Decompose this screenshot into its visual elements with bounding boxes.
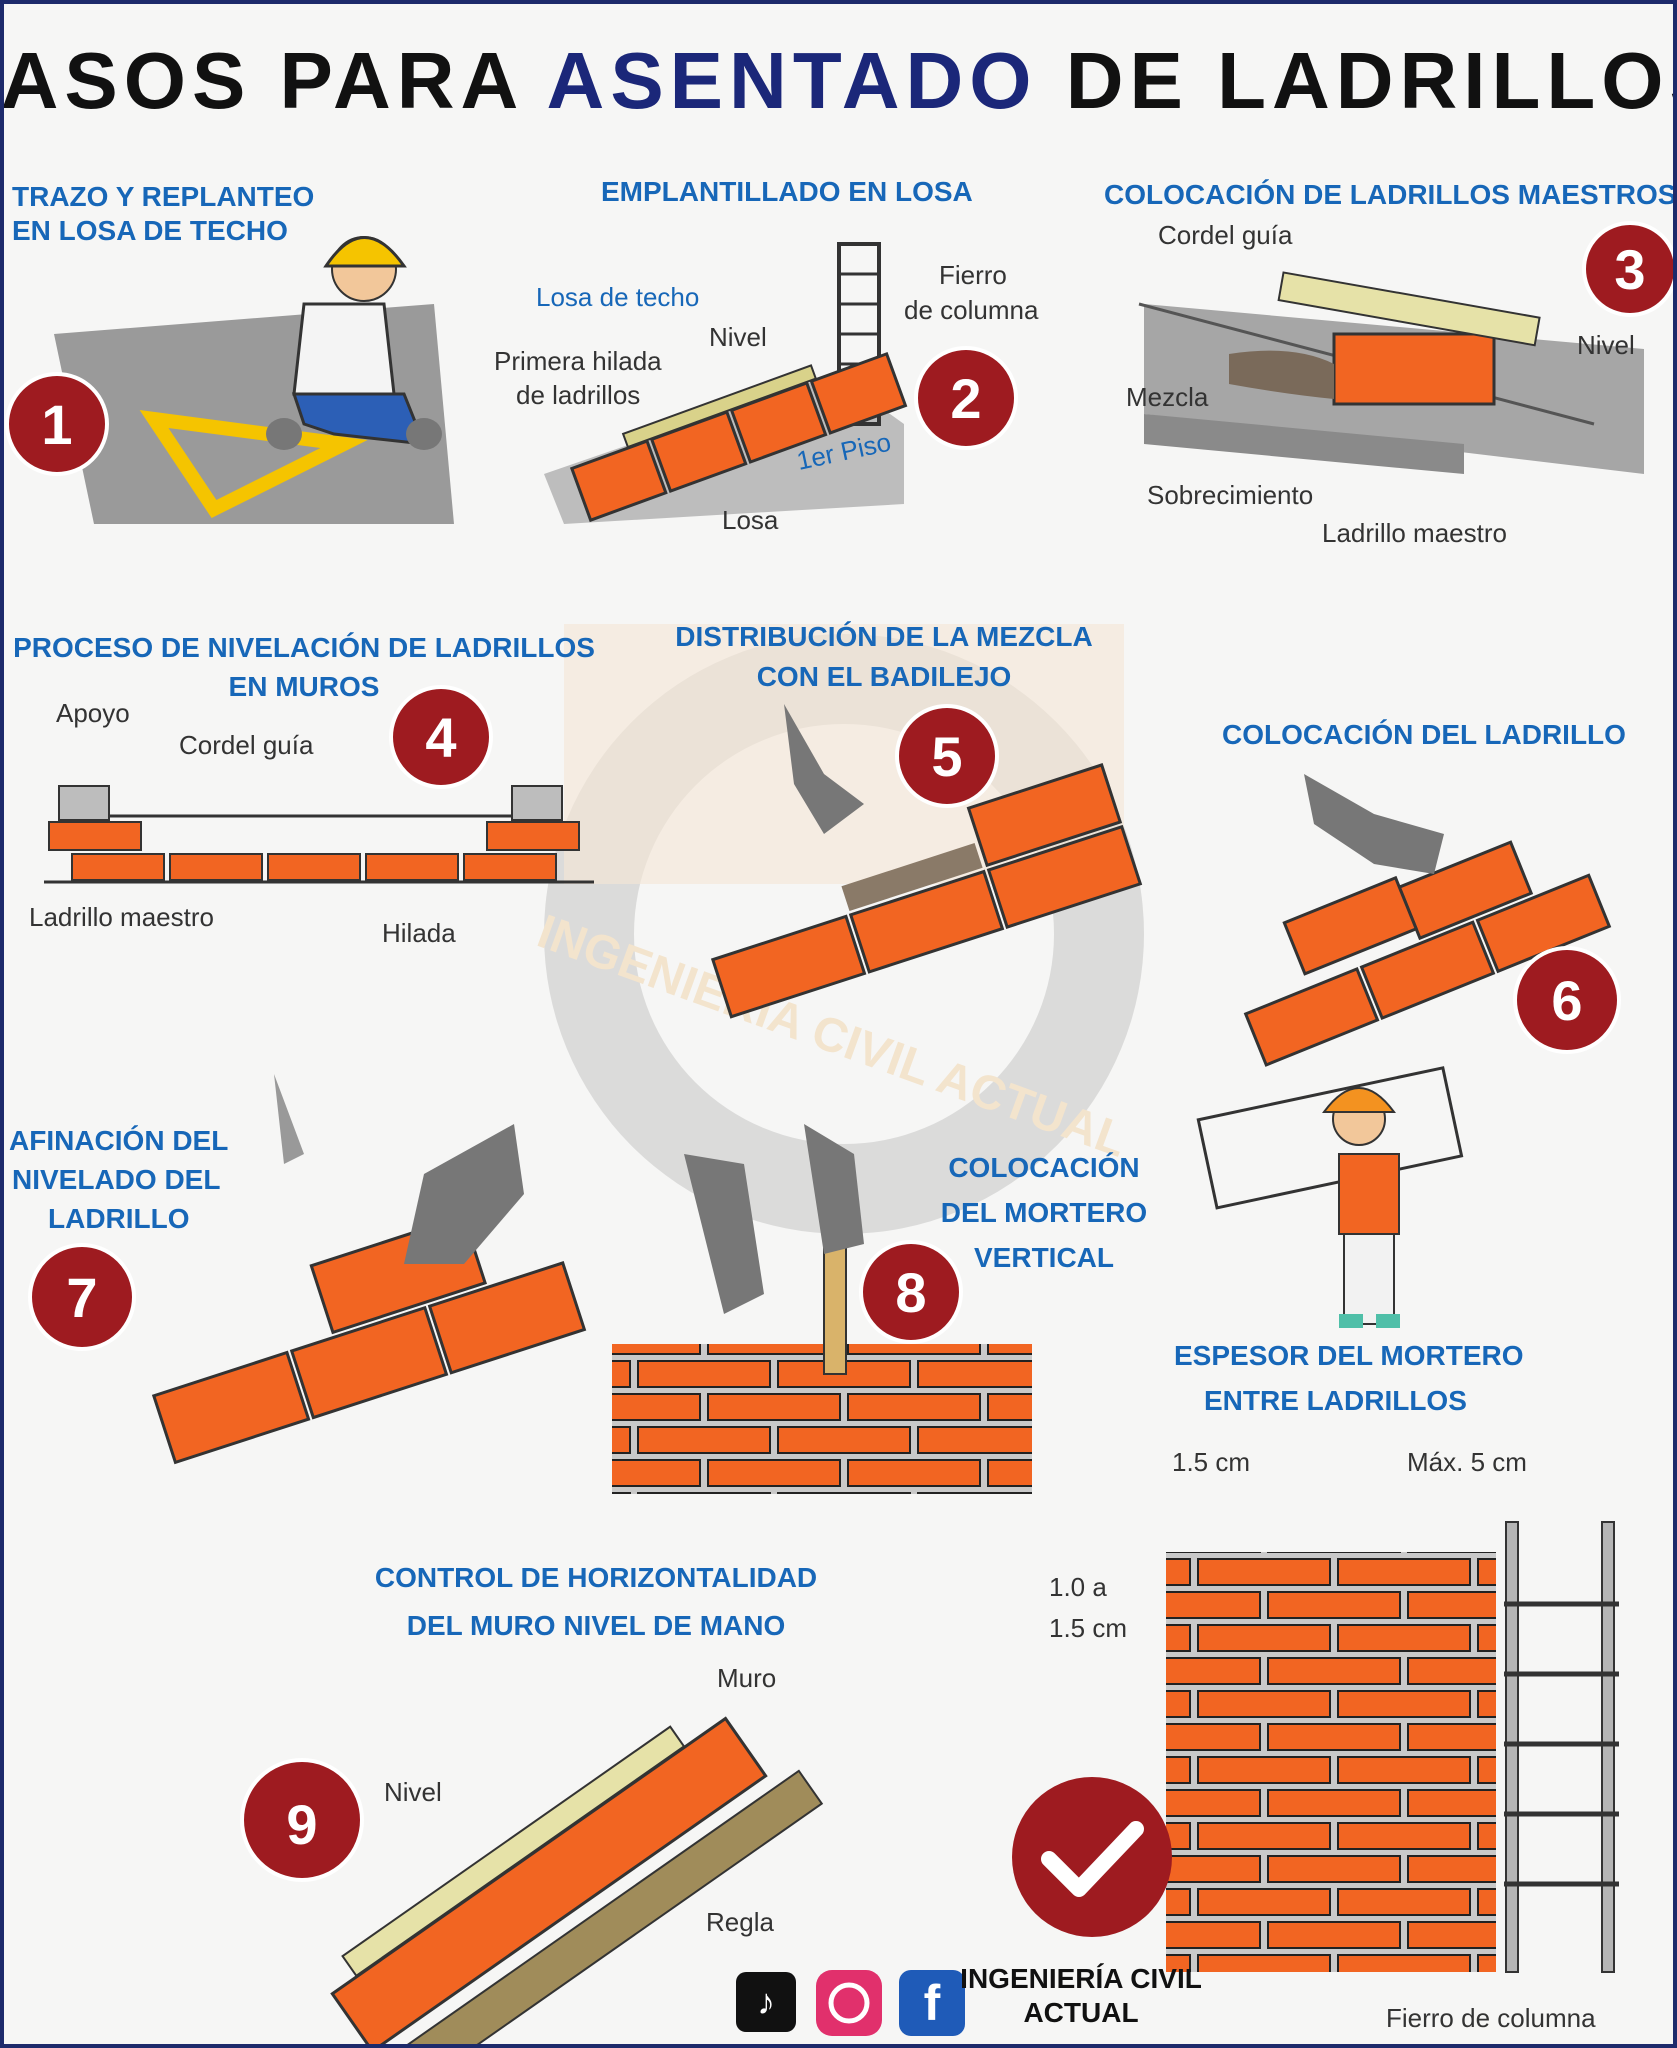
step-9: CONTROL DE HORIZONTALIDAD DEL MURO NIVEL… <box>240 1562 824 2044</box>
label-cordel: Cordel guía <box>179 730 314 760</box>
facebook-icon[interactable] <box>899 1970 965 2036</box>
step-number: 5 <box>931 725 962 788</box>
step-6-title: COLOCACIÓN DEL LADRILLO <box>1222 719 1626 750</box>
step-1: TRAZO Y REPLANTEO EN LOSA DE TECHO 1 <box>5 181 454 524</box>
label-max-5-cm: Máx. 5 cm <box>1407 1447 1527 1477</box>
page-title: PASOS PARA ASENTADO DE LADRILLOS <box>4 36 1673 125</box>
step-badge <box>1582 221 1673 317</box>
step-number: 2 <box>950 367 981 430</box>
instagram-icon[interactable] <box>816 1970 882 2036</box>
step-6: COLOCACIÓN DEL LADRILLO 6 <box>1222 719 1626 1067</box>
label-apoyo: Apoyo <box>56 698 130 728</box>
rebar-column-icon <box>1505 1521 1519 1973</box>
step-badge <box>5 372 109 476</box>
trowel-icon <box>274 1074 304 1164</box>
label-1-5-cm: 1.5 cm <box>1172 1447 1250 1477</box>
brand-name: INGENIERÍA CIVIL <box>960 1963 1202 1994</box>
label-muro: Muro <box>717 1663 776 1693</box>
step-4-title: EN MUROS <box>229 671 380 702</box>
step-number: 3 <box>1614 238 1645 301</box>
step-number: 8 <box>895 1261 926 1324</box>
label-regla: Regla <box>706 1907 774 1937</box>
step-7: AFINACIÓN DEL NIVELADO DEL LADRILLO 7 <box>9 1074 587 1465</box>
step-8-title: DEL MORTERO <box>941 1197 1147 1228</box>
step-number: 9 <box>286 1793 317 1856</box>
step-8-title: VERTICAL <box>974 1242 1114 1273</box>
set-square-icon <box>139 410 368 519</box>
step-5-title: CON EL BADILEJO <box>757 661 1012 692</box>
label-hilada: Hilada <box>382 918 456 948</box>
worker-kneeling-illustration <box>266 236 442 450</box>
step-5: DISTRIBUCIÓN DE LA MEZCLA CON EL BADILEJ… <box>675 621 1143 1019</box>
step-badge <box>240 1758 364 1882</box>
tiktok-icon[interactable] <box>736 1972 796 2032</box>
glove-illustration <box>684 1154 764 1314</box>
infographic-canvas: PASOS PARA ASENTADO DE LADRILLOS INGENIE… <box>4 36 1673 2044</box>
label-nivel: Nivel <box>384 1777 442 1807</box>
step-number: 6 <box>1551 969 1582 1032</box>
label-sobrecimiento: Sobrecimiento <box>1147 480 1313 510</box>
label-losa: Losa <box>722 505 779 535</box>
label-vertical-thickness: 1.0 a <box>1049 1572 1107 1602</box>
step-number: 1 <box>41 393 72 456</box>
social-footer: ♪ f INGENIERÍA CIVIL ACTUAL <box>736 1963 1202 2036</box>
thickness-title: ESPESOR DEL MORTERO <box>1174 1340 1524 1371</box>
step-4: PROCESO DE NIVELACIÓN DE LADRILLOS EN MU… <box>13 632 595 948</box>
step-2-title: EMPLANTILLADO EN LOSA <box>601 176 973 207</box>
step-3: COLOCACIÓN DE LADRILLOS MAESTROS Cordel … <box>1104 179 1673 548</box>
label-ladrillo-maestro: Ladrillo maestro <box>29 902 214 932</box>
label-losa-techo: Losa de techo <box>536 282 699 312</box>
step-5-title: DISTRIBUCIÓN DE LA MEZCLA <box>675 621 1092 652</box>
step-number: 4 <box>425 706 456 769</box>
step-badge <box>859 1240 963 1344</box>
step-9-title: CONTROL DE HORIZONTALIDAD <box>375 1562 817 1593</box>
mortar-thickness-section: ESPESOR DEL MORTERO ENTRE LADRILLOS 1.5 … <box>1049 1340 1619 2033</box>
hardhat-icon <box>1322 1087 1396 1113</box>
label-primera-hilada: Primera hilada <box>494 346 662 376</box>
brand-name: ACTUAL <box>1023 1997 1138 2028</box>
thickness-title: ENTRE LADRILLOS <box>1204 1385 1467 1416</box>
svg-text:♪: ♪ <box>757 1981 775 2022</box>
step-badge <box>389 685 493 789</box>
label-vertical-thickness: 1.5 cm <box>1049 1613 1127 1643</box>
step-badge <box>914 346 1018 450</box>
step-7-title: NIVELADO DEL <box>12 1164 220 1195</box>
label-fierro-columna: Fierro de columna <box>1386 2003 1596 2033</box>
step-7-title: LADRILLO <box>48 1203 190 1234</box>
glove-illustration <box>784 704 864 834</box>
brick-wall-illustration <box>612 1344 1032 1494</box>
step-1-title: TRAZO Y REPLANTEO <box>12 181 314 212</box>
step-badge <box>28 1243 136 1351</box>
label-primera-hilada: de ladrillos <box>516 380 640 410</box>
watermark-gear-logo: INGENIERÍA CIVIL ACTUAL <box>531 624 1144 1234</box>
step-4-title: PROCESO DE NIVELACIÓN DE LADRILLOS <box>13 632 595 663</box>
label-cordel: Cordel guía <box>1158 220 1293 250</box>
label-mezcla: Mezcla <box>1126 382 1209 412</box>
step-badge <box>1513 946 1621 1054</box>
worker-carrying-rebar-illustration <box>1196 1066 1464 1328</box>
check-icon <box>1012 1777 1172 1937</box>
step-1-title: EN LOSA DE TECHO <box>12 215 288 246</box>
step-number: 7 <box>66 1266 97 1329</box>
step-9-title: DEL MURO NIVEL DE MANO <box>407 1610 786 1641</box>
step-badge <box>895 704 999 808</box>
brick-wall-illustration <box>1166 1552 1496 1972</box>
svg-text:f: f <box>924 1975 941 2031</box>
label-nivel: Nivel <box>1577 330 1635 360</box>
glove-illustration <box>1304 774 1444 874</box>
label-fierro: de columna <box>904 295 1039 325</box>
label-nivel: Nivel <box>709 322 767 352</box>
step-8-title: COLOCACIÓN <box>948 1152 1139 1183</box>
label-ladrillo-maestro: Ladrillo maestro <box>1322 518 1507 548</box>
step-2: EMPLANTILLADO EN LOSA Losa de techo Fier… <box>494 176 1039 535</box>
glove-illustration <box>404 1124 524 1264</box>
label-fierro: Fierro <box>939 260 1007 290</box>
step-7-title: AFINACIÓN DEL <box>9 1125 228 1156</box>
step-3-title: COLOCACIÓN DE LADRILLOS MAESTROS <box>1104 179 1673 210</box>
hardhat-icon <box>323 236 407 268</box>
step-8: COLOCACIÓN DEL MORTERO VERTICAL 8 <box>612 1124 1147 1494</box>
